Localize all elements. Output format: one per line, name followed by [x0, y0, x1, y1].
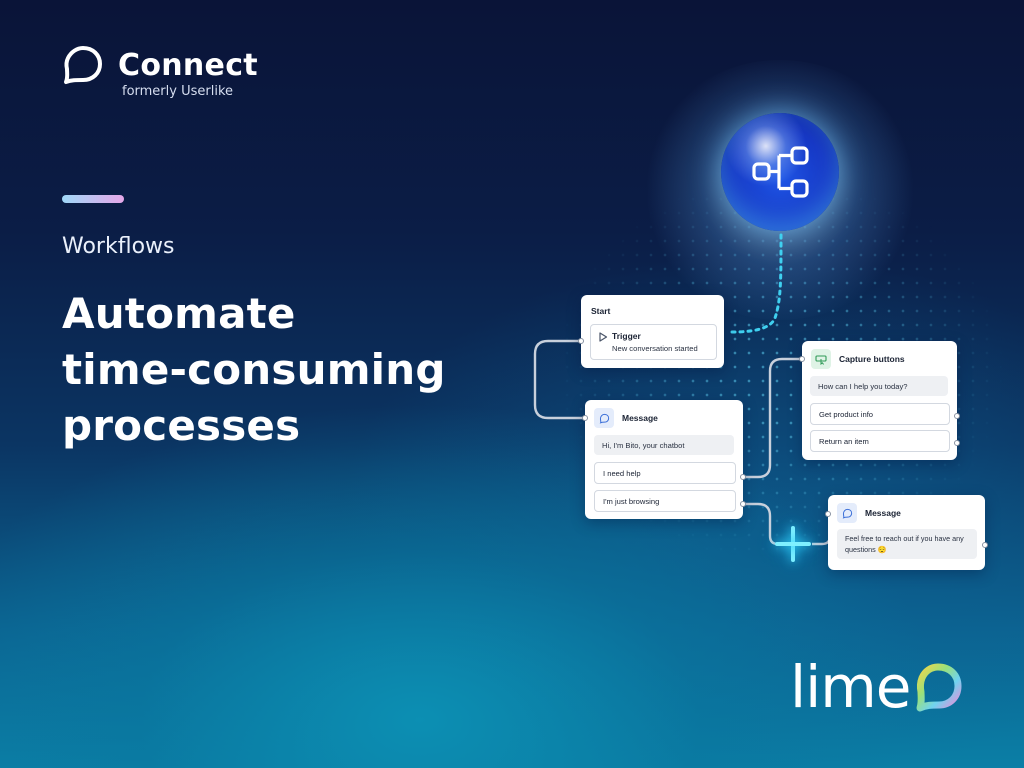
start-input-port[interactable]	[578, 338, 584, 344]
start-node-card[interactable]: Start Trigger New conversation started	[581, 295, 724, 368]
plus-icon[interactable]	[772, 523, 814, 565]
message-node-card-1[interactable]: Message Hi, I'm Bito, your chatbot I nee…	[585, 400, 743, 519]
option-i-need-help[interactable]: I need help	[594, 462, 736, 484]
workflow-orb	[721, 113, 839, 231]
capture-node-header: Capture buttons	[811, 349, 905, 369]
workflow-icon	[752, 146, 809, 198]
chat-bubble-logo-icon	[64, 46, 102, 84]
capture-buttons-node-card[interactable]: Capture buttons How can I help you today…	[802, 341, 957, 460]
capture-input-port[interactable]	[799, 356, 805, 362]
message-icon	[594, 408, 614, 428]
capture-node-title: Capture buttons	[839, 354, 905, 364]
option-get-product-info[interactable]: Get product info	[810, 403, 950, 425]
message-node-header-2: Message	[837, 503, 901, 523]
capture-output-port-1[interactable]	[954, 413, 960, 419]
message1-input-port[interactable]	[582, 415, 588, 421]
trigger-label: Trigger	[612, 331, 641, 341]
trigger-box[interactable]: Trigger New conversation started	[590, 324, 717, 360]
message2-input-port[interactable]	[825, 511, 831, 517]
message-node-title-1: Message	[622, 413, 658, 423]
lime-logo-text: lime	[790, 653, 911, 721]
headline-line-1: Automate	[62, 289, 296, 338]
capture-output-port-2[interactable]	[954, 440, 960, 446]
start-node-title: Start	[591, 306, 611, 316]
brand-logo: Connect formerly Userlike	[62, 44, 258, 99]
message-node-title-2: Message	[865, 508, 901, 518]
message-node-card-2[interactable]: Message Feel free to reach out if you ha…	[828, 495, 985, 570]
section-label: Workflows	[62, 234, 175, 259]
message-text-1: Hi, I'm Bito, your chatbot	[594, 435, 734, 455]
headline-line-2: time-consuming	[62, 345, 446, 394]
accent-bar	[62, 195, 124, 203]
message2-output-port[interactable]	[982, 542, 988, 548]
message1-output-port-2[interactable]	[740, 501, 746, 507]
option-just-browsing[interactable]: I'm just browsing	[594, 490, 736, 512]
message-node-header-1: Message	[594, 408, 658, 428]
play-icon	[599, 332, 608, 342]
trigger-value: New conversation started	[612, 344, 698, 353]
message-icon	[837, 503, 857, 523]
message-text-2: Feel free to reach out if you have any q…	[837, 529, 977, 559]
lime-logo: lime	[790, 657, 964, 717]
brand-name: Connect	[118, 47, 258, 83]
brand-formerly: formerly Userlike	[122, 84, 234, 99]
lime-logo-icon	[916, 663, 962, 712]
capture-question: How can I help you today?	[810, 376, 948, 396]
message-text-2-line-1: Feel free to reach out if you have any	[845, 534, 964, 543]
headline: Automate time-consuming processes	[62, 286, 446, 454]
message-text-2-line-2: questions 😌	[845, 545, 887, 554]
headline-line-3: processes	[62, 401, 301, 450]
message1-output-port-1[interactable]	[740, 474, 746, 480]
option-return-an-item[interactable]: Return an item	[810, 430, 950, 452]
capture-buttons-icon	[811, 349, 831, 369]
